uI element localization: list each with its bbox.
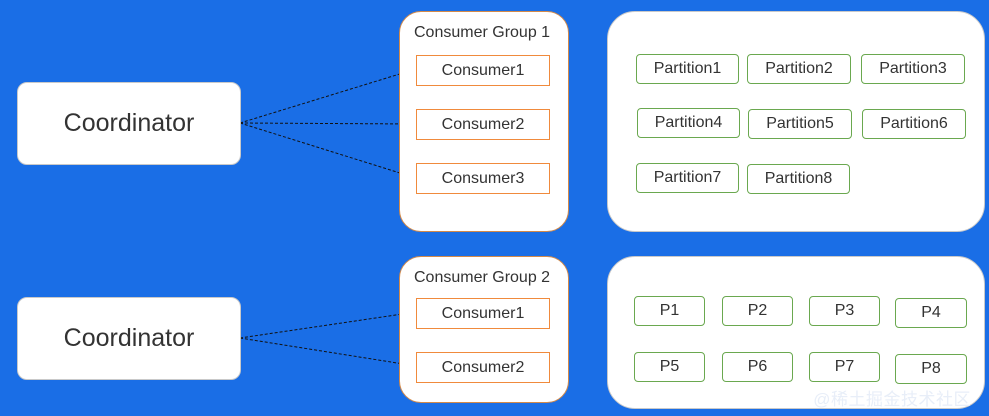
partition-2-label: Partition2 — [765, 60, 833, 77]
p5: P5 — [634, 352, 705, 382]
p3-label: P3 — [834, 302, 855, 319]
partition-8-label: Partition8 — [764, 170, 833, 187]
p4: P4 — [895, 298, 967, 328]
consumer-group-2-title: Consumer Group 2 — [414, 269, 551, 286]
partition-1: Partition1 — [636, 54, 739, 84]
arrow-c1-consumer3 — [239, 122, 417, 180]
arrow-c2-consumer2 — [239, 337, 417, 369]
partition-3-label: Partition3 — [879, 60, 947, 77]
group2-consumer2: Consumer2 — [416, 352, 550, 383]
group1-consumer1: Consumer1 — [416, 55, 550, 86]
partition-4: Partition4 — [637, 108, 740, 138]
partition-container-1: Partition1 Partition2 Partition3 Partiti… — [607, 11, 985, 232]
p1: P1 — [634, 296, 705, 326]
arrow-c1-consumer2 — [239, 119, 417, 128]
coordinator-1: Coordinator — [17, 82, 241, 165]
p4-label: P4 — [921, 304, 941, 321]
p5-label: P5 — [659, 358, 680, 375]
partition-4-label: Partition4 — [654, 114, 723, 131]
group1-consumer3-label: Consumer3 — [441, 169, 525, 187]
partition-container-2: P1 P2 P3 P4 P5 P6 P7 P8 — [607, 256, 985, 409]
group2-consumer1-label: Consumer1 — [441, 304, 525, 322]
group2-consumer2-label: Consumer2 — [441, 358, 525, 376]
group1-consumer1-label: Consumer1 — [441, 61, 525, 79]
p8-label: P8 — [921, 360, 941, 377]
consumer-group-1-title: Consumer Group 1 — [414, 24, 551, 41]
arrow-c1-consumer1 — [239, 67, 417, 124]
partition-5: Partition5 — [748, 109, 852, 139]
consumer-group-1: Consumer Group 1 Consumer1 Consumer2 Con… — [399, 11, 569, 232]
p8: P8 — [895, 354, 967, 384]
coordinator-1-label: Coordinator — [63, 109, 195, 137]
arrow-c2-consumer1 — [239, 309, 417, 339]
consumer-group-2: Consumer Group 2 Consumer1 Consumer2 — [399, 256, 569, 403]
p7-label: P7 — [834, 358, 855, 375]
p1-label: P1 — [659, 302, 680, 319]
partition-1-label: Partition1 — [653, 60, 722, 77]
p2: P2 — [722, 296, 793, 326]
p6: P6 — [722, 352, 793, 382]
p6-label: P6 — [747, 358, 768, 375]
partition-6: Partition6 — [862, 109, 966, 139]
p2-label: P2 — [747, 302, 768, 319]
p7: P7 — [809, 352, 880, 382]
coordinator-2: Coordinator — [17, 297, 241, 380]
partition-8: Partition8 — [747, 164, 850, 194]
coordinator-2-label: Coordinator — [63, 324, 195, 352]
partition-7: Partition7 — [636, 163, 739, 193]
group1-consumer2: Consumer2 — [416, 109, 550, 140]
partition-2: Partition2 — [747, 54, 851, 84]
partition-6-label: Partition6 — [880, 115, 948, 132]
partition-3: Partition3 — [861, 54, 965, 84]
p3: P3 — [809, 296, 880, 326]
partition-7-label: Partition7 — [653, 169, 722, 186]
group1-consumer2-label: Consumer2 — [441, 115, 525, 133]
group1-consumer3: Consumer3 — [416, 163, 550, 194]
watermark-text: @稀土掘金技术社区 — [813, 390, 971, 409]
group2-consumer1: Consumer1 — [416, 298, 550, 329]
partition-5-label: Partition5 — [766, 115, 834, 132]
